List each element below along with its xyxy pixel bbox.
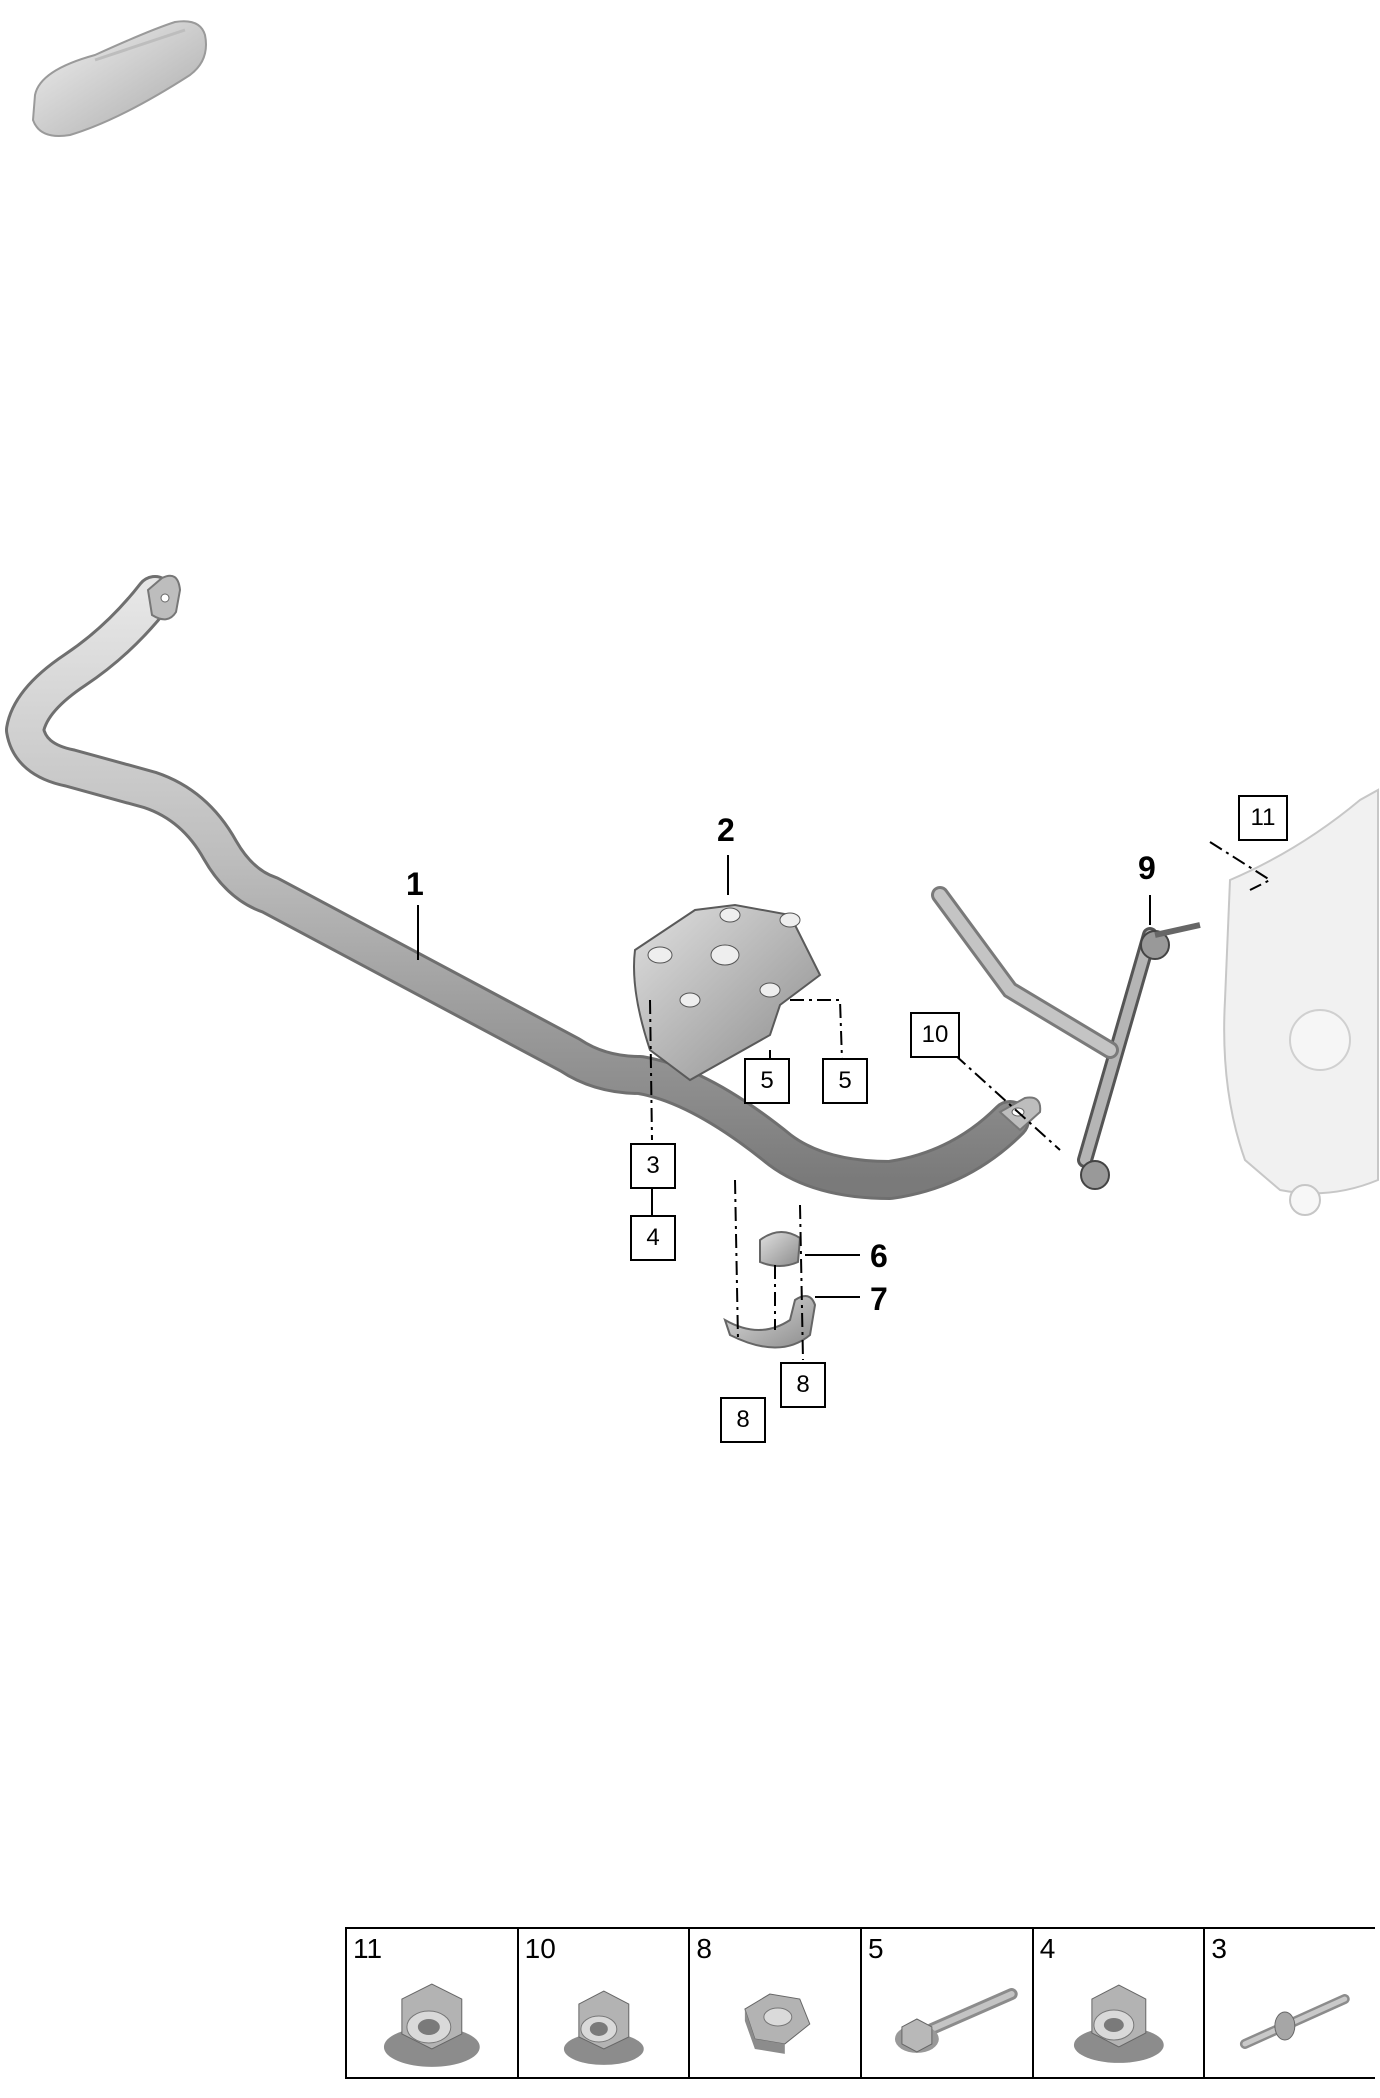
flange-bolt-icon bbox=[894, 1988, 1018, 2053]
legend-cell-8: 8 bbox=[690, 1929, 863, 2077]
callout-box-4: 4 bbox=[630, 1215, 676, 1261]
stabilizer-bar bbox=[5, 574, 1042, 1200]
bushing-lower bbox=[723, 1295, 817, 1349]
coupling-link bbox=[931, 886, 1201, 1190]
legend-cell-4: 4 bbox=[1034, 1929, 1206, 2077]
legend-cell-10: 10 bbox=[519, 1929, 691, 2077]
legend-number: 5 bbox=[868, 1933, 884, 1964]
fastener-legend: 11 10 8 5 bbox=[345, 1927, 1375, 2079]
flange-nut-icon bbox=[1073, 1984, 1164, 2063]
flange-nut-icon bbox=[383, 1983, 480, 2067]
callout-1: 1 bbox=[406, 866, 424, 902]
callout-2: 2 bbox=[717, 812, 735, 848]
legend-number: 11 bbox=[353, 1933, 383, 1964]
legend-cell-5: 5 bbox=[862, 1929, 1034, 2077]
callout-box-8-right: 8 bbox=[780, 1362, 826, 1408]
stud-bolt-icon bbox=[1240, 1994, 1351, 2049]
callout-box-5-right: 5 bbox=[822, 1058, 868, 1104]
legend-cell-11: 11 bbox=[347, 1929, 519, 2077]
callout-6: 6 bbox=[870, 1238, 888, 1274]
bushing-upper bbox=[759, 1231, 802, 1267]
flange-nut-icon bbox=[563, 1990, 644, 2065]
wheel-carrier bbox=[1223, 788, 1379, 1216]
vehicle-thumbnail-icon bbox=[31, 20, 207, 137]
callout-9: 9 bbox=[1138, 850, 1156, 886]
callout-box-8-left: 8 bbox=[720, 1397, 766, 1443]
leader-lines bbox=[649, 841, 1273, 1361]
legend-number: 4 bbox=[1039, 1933, 1056, 1964]
legend-number: 8 bbox=[696, 1933, 712, 1964]
callout-box-3: 3 bbox=[630, 1143, 676, 1189]
callout-7: 7 bbox=[870, 1281, 888, 1317]
hex-nut-icon bbox=[744, 1993, 811, 2054]
callout-box-10: 10 bbox=[910, 1012, 960, 1058]
legend-cell-3: 3 bbox=[1205, 1929, 1375, 2077]
mount-bracket bbox=[633, 903, 822, 1082]
legend-number: 3 bbox=[1211, 1933, 1227, 1964]
legend-number: 10 bbox=[524, 1933, 556, 1964]
callout-box-5-left: 5 bbox=[744, 1058, 790, 1104]
callout-box-11: 11 bbox=[1238, 795, 1288, 841]
